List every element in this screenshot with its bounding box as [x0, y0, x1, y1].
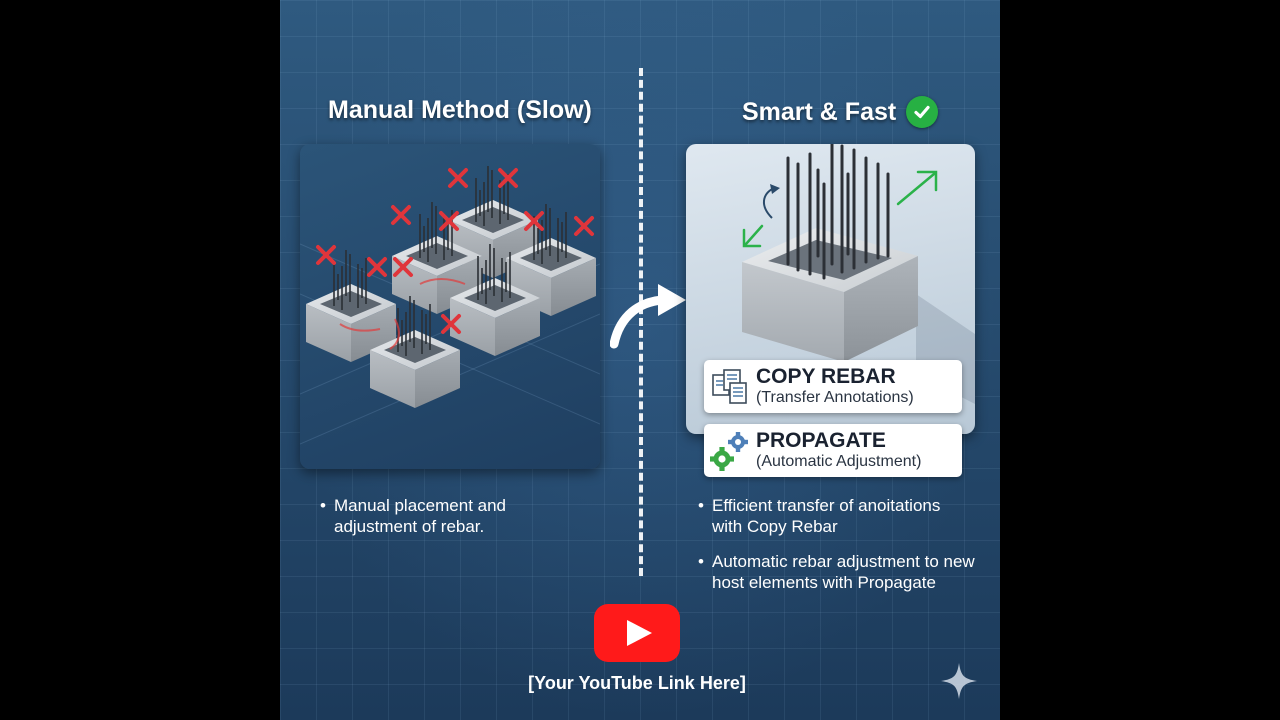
manual-method-bullets: Manual placement and adjustment of rebar…: [320, 495, 560, 551]
propagate-heading: PROPAGATE: [756, 428, 886, 452]
smart-fast-bullets: Efficient transfer of anoitations with C…: [698, 495, 998, 607]
propagate-text: PROPAGATE (Automatic Adjustment): [756, 428, 922, 472]
copy-rebar-subtitle: (Transfer Annotations): [756, 388, 914, 406]
copy-rebar-heading: COPY REBAR: [756, 364, 896, 388]
documents-icon: [704, 360, 756, 413]
youtube-link[interactable]: [Your YouTube Link Here]: [528, 673, 746, 693]
manual-method-title: Manual Method (Slow): [328, 96, 592, 124]
manual-method-image: [300, 144, 600, 469]
propagate-badge: PROPAGATE (Automatic Adjustment): [704, 424, 962, 477]
copy-rebar-text: COPY REBAR (Transfer Annotations): [756, 364, 914, 408]
bullet-item: Manual placement and adjustment of rebar…: [320, 495, 560, 537]
gears-icon: [704, 424, 756, 477]
center-divider: [639, 68, 643, 576]
bullet-item: Efficient transfer of anoitations with C…: [698, 495, 952, 537]
infographic-canvas: Manual Method (Slow) Smart & Fast: [280, 0, 1000, 720]
smart-fast-title-wrap: Smart & Fast: [742, 96, 939, 128]
copy-rebar-badge: COPY REBAR (Transfer Annotations): [704, 360, 962, 413]
sparkle-icon: [941, 663, 977, 699]
smart-fast-title: Smart & Fast: [742, 97, 897, 126]
curved-arrow-icon: [610, 284, 686, 349]
bullet-item: Automatic rebar adjustment to new host e…: [698, 551, 992, 593]
propagate-subtitle: (Automatic Adjustment): [756, 452, 922, 470]
youtube-play-icon[interactable]: [594, 604, 680, 662]
check-circle-icon: [906, 96, 939, 128]
